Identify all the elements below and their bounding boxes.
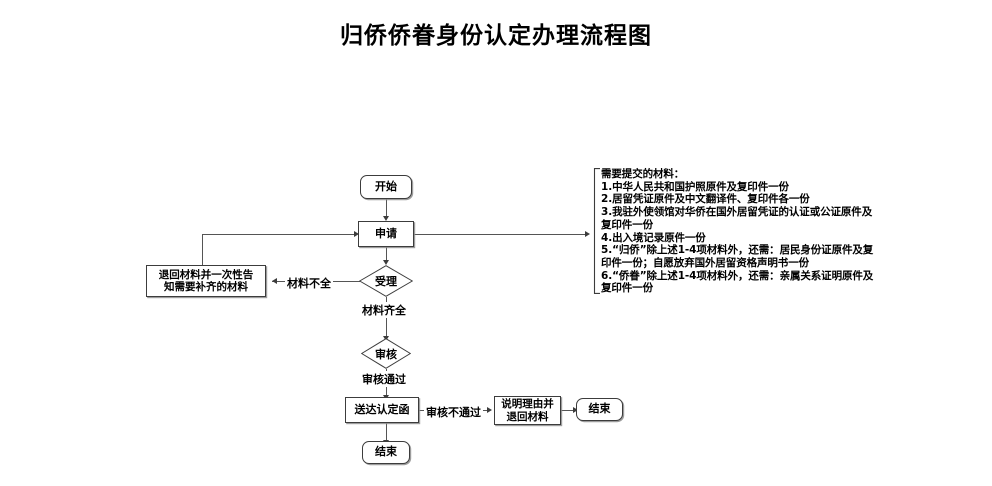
- node-start-label: 开始: [375, 179, 397, 193]
- node-return-docs[interactable]: 退回材料并一次性告 知需要补齐的材料: [146, 265, 266, 297]
- arrowhead-explain-to-end-right: [573, 406, 578, 413]
- node-accept[interactable]: 受理: [359, 265, 413, 297]
- edge-explain-to-end-right: [561, 410, 576, 411]
- node-deliver-label: 送达认定函: [354, 402, 410, 416]
- node-apply-label: 申请: [375, 226, 397, 240]
- node-deliver[interactable]: 送达认定函: [345, 397, 419, 423]
- node-start[interactable]: 开始: [360, 175, 412, 199]
- edge-start-to-apply: [386, 199, 387, 217]
- diamond-shape-review: [361, 338, 411, 369]
- node-accept-label: 受理: [375, 275, 397, 288]
- left-bracket-icon: [593, 168, 600, 294]
- arrowhead-accept-to-return: [272, 277, 277, 284]
- node-explain[interactable]: 说明理由并 退回材料: [494, 396, 561, 425]
- node-end-bottom-label: 结束: [375, 445, 397, 459]
- node-end-bottom[interactable]: 结束: [362, 441, 410, 464]
- arrowhead-deliver-to-explain: [487, 406, 492, 413]
- node-apply[interactable]: 申请: [358, 221, 414, 247]
- edge-label-docs-complete: 材料齐全: [360, 302, 408, 318]
- node-end-right-label: 结束: [588, 402, 611, 416]
- edge-label-review-pass: 审核通过: [360, 371, 408, 387]
- arrowhead-apply-to-accept: [382, 260, 389, 265]
- edge-return-loop-vertical: [202, 234, 203, 265]
- edge-label-docs-incomplete: 材料不全: [285, 275, 333, 291]
- diamond-shape-accept: [359, 265, 413, 297]
- required-materials-text: 需要提交的材料： 1.中华人民共和国护照原件及复印件一份 2.居留凭证原件及中文…: [601, 168, 874, 295]
- arrowhead-return-loop-to-apply: [354, 230, 359, 237]
- arrowhead-apply-to-notes: [585, 230, 590, 237]
- edge-label-review-fail: 审核不通过: [424, 404, 483, 420]
- node-end-right[interactable]: 结束: [576, 398, 623, 421]
- page-title: 归侨侨眷身份认定办理流程图: [340, 22, 652, 49]
- edge-apply-to-accept: [386, 247, 387, 261]
- node-review[interactable]: 审核: [361, 338, 411, 369]
- edge-return-loop-horizontal: [202, 234, 356, 235]
- edge-apply-to-notes: [414, 234, 586, 235]
- edge-deliver-to-end-bottom: [386, 423, 387, 441]
- arrowhead-start-to-apply: [382, 216, 389, 221]
- node-explain-label: 说明理由并 退回材料: [501, 398, 554, 423]
- node-review-label: 审核: [375, 347, 397, 361]
- node-return-docs-label: 退回材料并一次性告 知需要补齐的材料: [158, 268, 254, 293]
